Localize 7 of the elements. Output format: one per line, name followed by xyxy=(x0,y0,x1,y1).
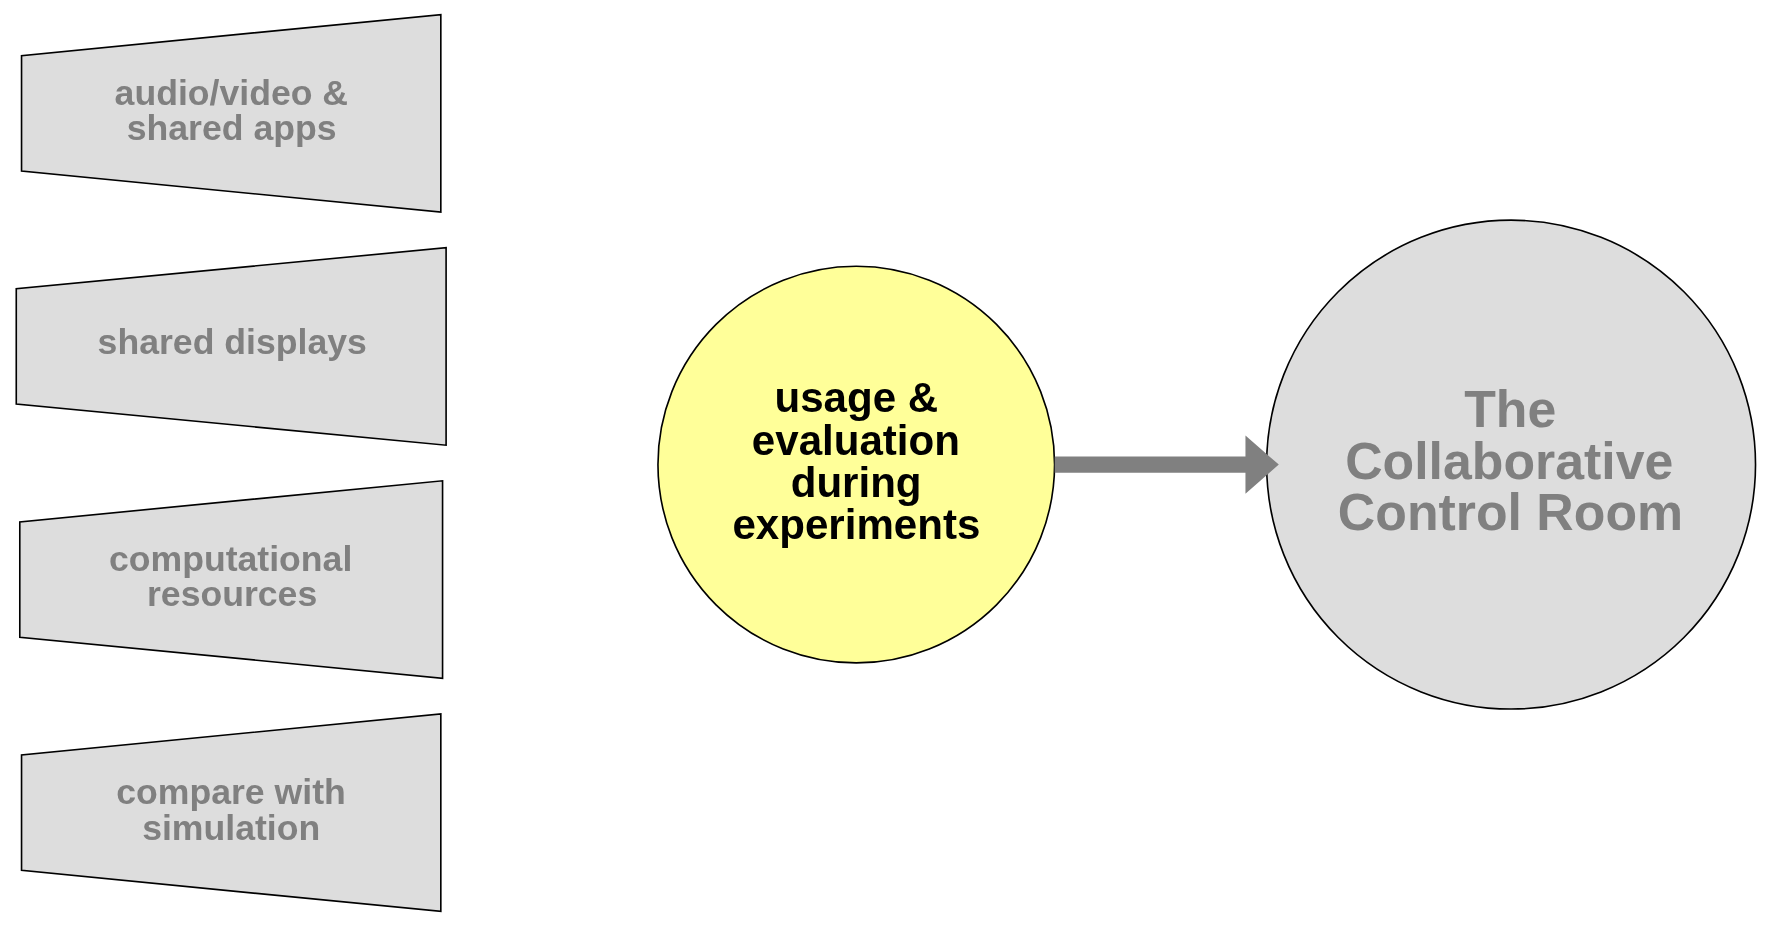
arrow xyxy=(1054,435,1279,494)
node-circle: The Collaborative Control Room xyxy=(1265,219,1757,710)
node-box: shared displays xyxy=(15,246,447,447)
node-box: audio/video & shared apps xyxy=(20,13,442,213)
node-box: compare with simulation xyxy=(20,713,442,913)
node-circle: usage & evaluation during experiments xyxy=(657,265,1056,664)
node-box: computational resources xyxy=(19,479,444,680)
